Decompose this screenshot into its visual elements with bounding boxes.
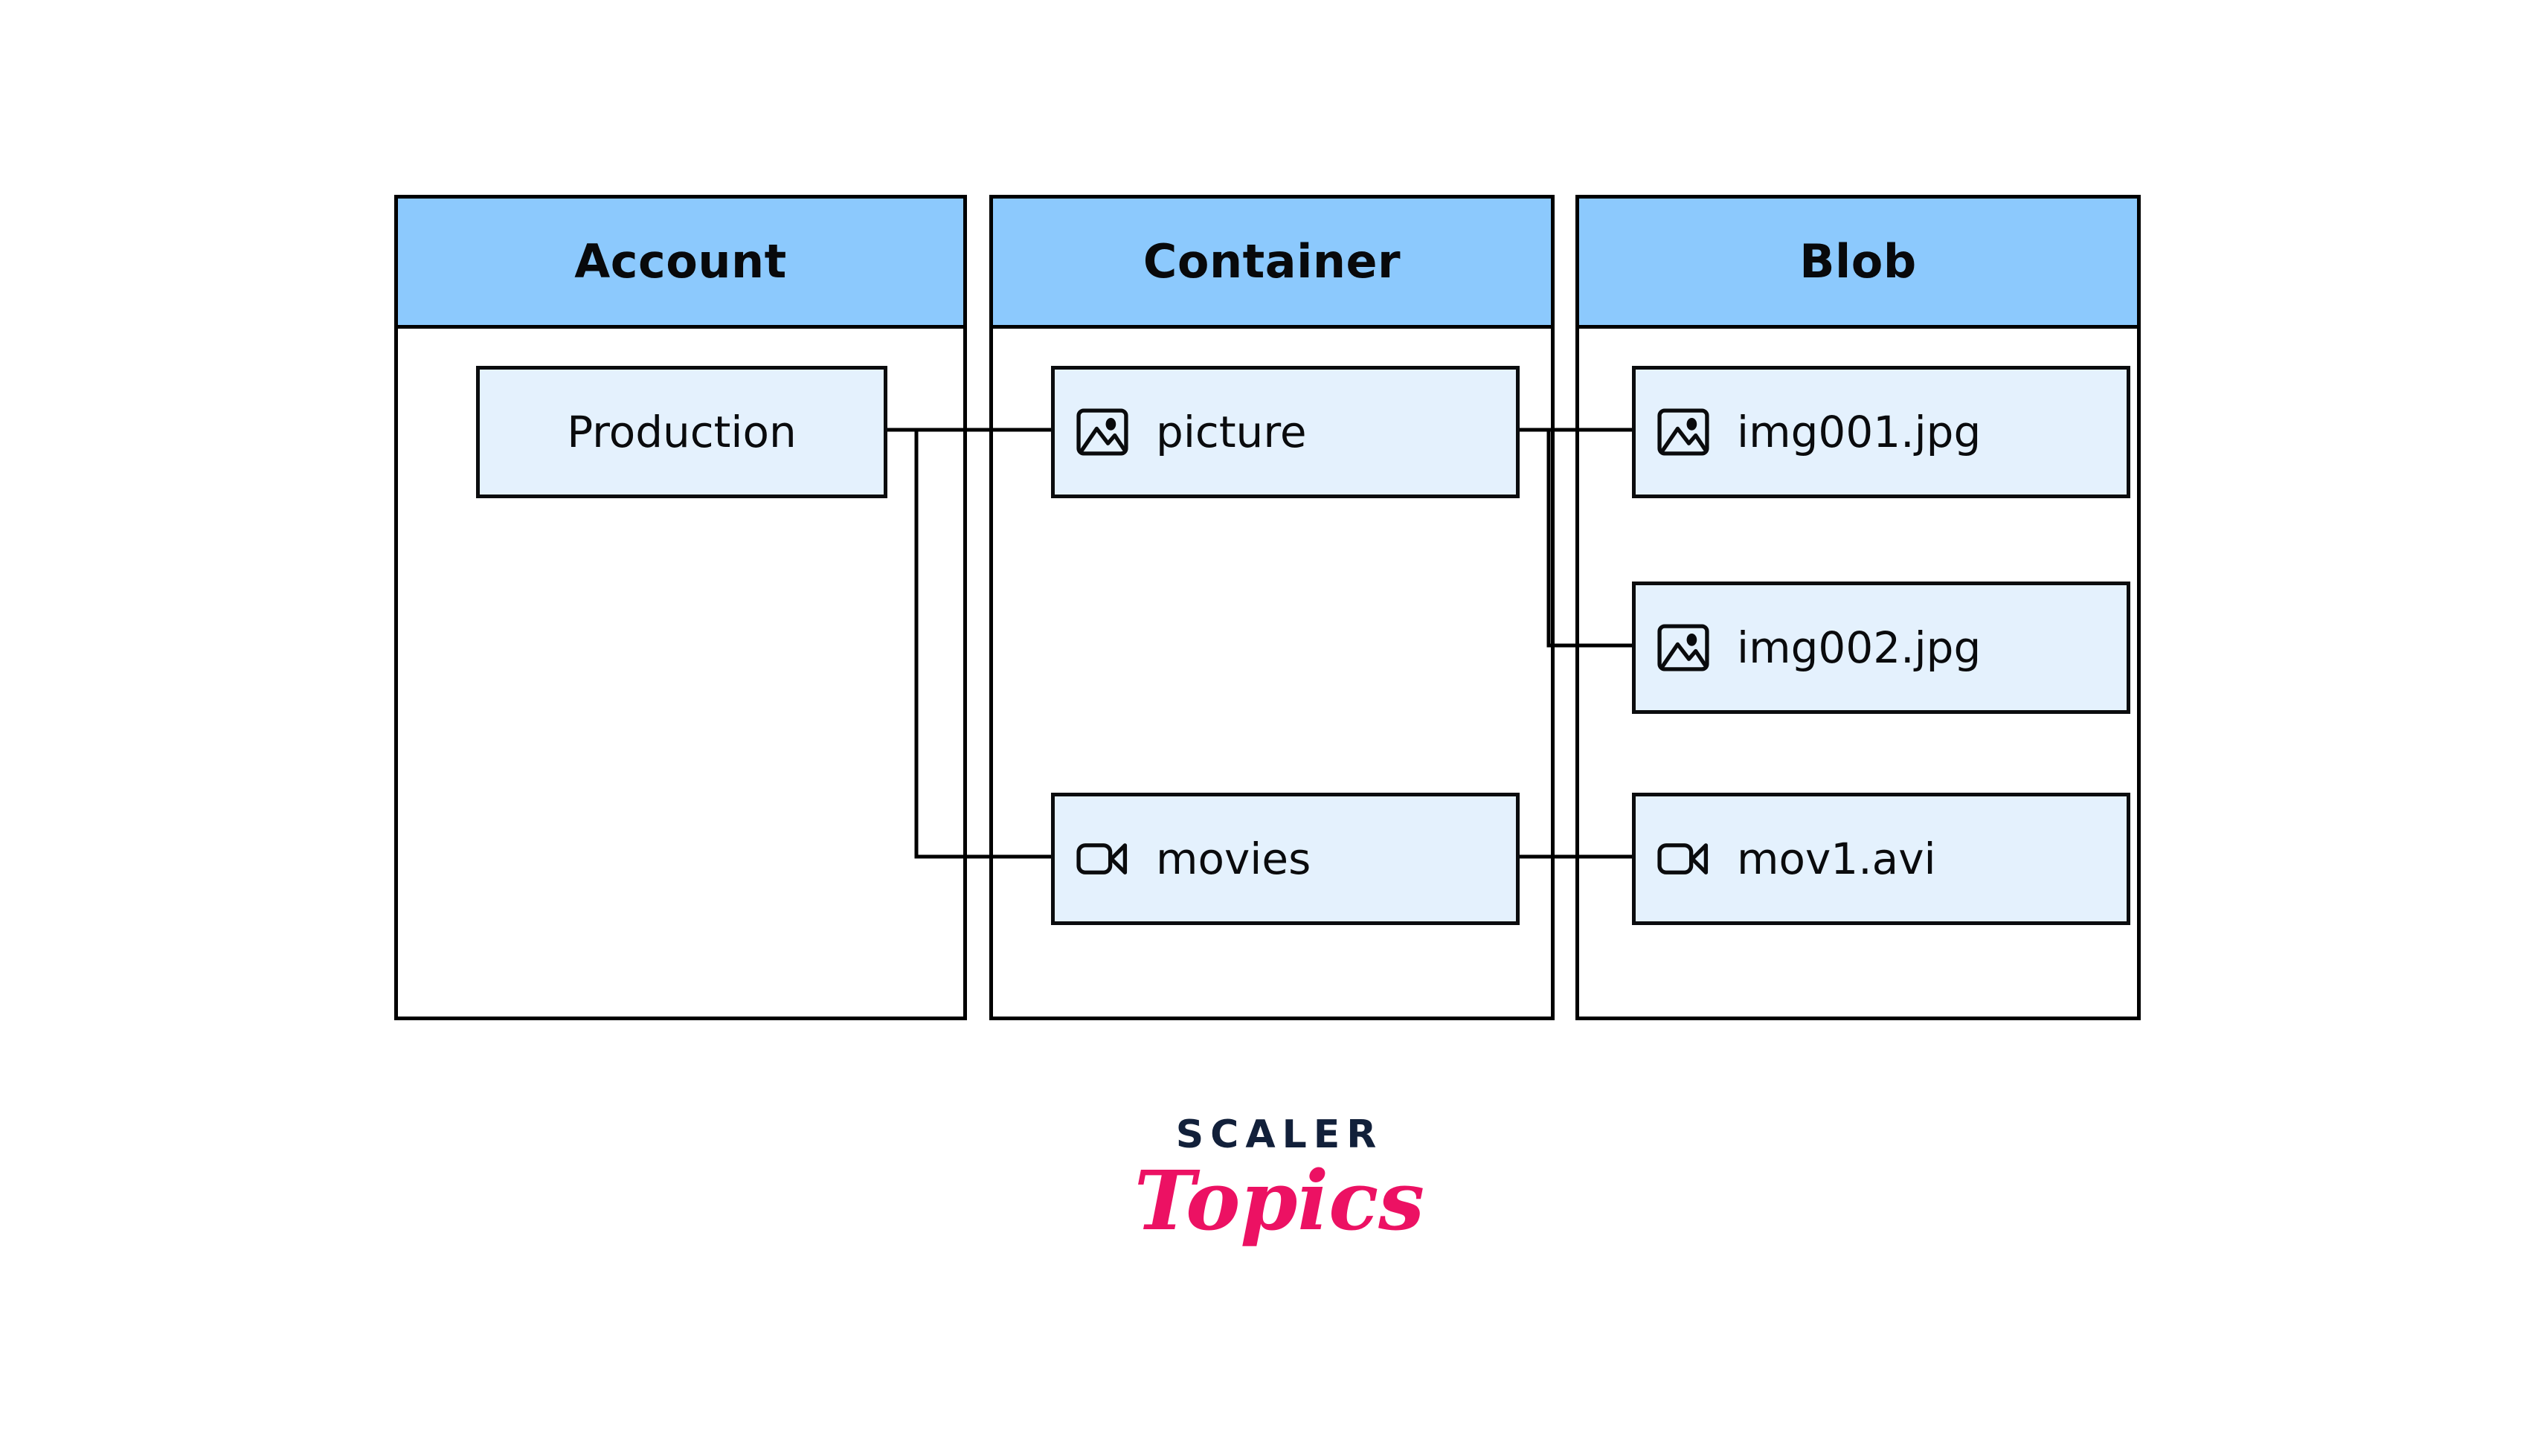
video-camera-icon bbox=[1657, 843, 1709, 874]
panel-title-account: Account bbox=[574, 234, 787, 289]
image-icon bbox=[1657, 624, 1709, 671]
panel-title-container: Container bbox=[1143, 234, 1401, 289]
item-picture[interactable]: picture bbox=[1051, 366, 1520, 498]
panel-header-blob: Blob bbox=[1579, 199, 2137, 329]
image-icon bbox=[1657, 408, 1709, 456]
panel-account: Account bbox=[394, 195, 967, 1020]
item-movies[interactable]: movies bbox=[1051, 793, 1520, 925]
item-img002[interactable]: img002.jpg bbox=[1632, 582, 2130, 714]
logo-scaler-text: SCALER bbox=[1175, 1112, 1384, 1157]
item-label-movies: movies bbox=[1156, 834, 1311, 884]
item-mov1[interactable]: mov1.avi bbox=[1632, 793, 2130, 925]
item-label-img001: img001.jpg bbox=[1737, 407, 1982, 457]
item-label-production: Production bbox=[567, 407, 797, 457]
panel-title-blob: Blob bbox=[1799, 234, 1917, 289]
item-img001[interactable]: img001.jpg bbox=[1632, 366, 2130, 498]
item-label-mov1: mov1.avi bbox=[1737, 834, 1936, 884]
image-icon bbox=[1076, 408, 1128, 456]
item-label-img002: img002.jpg bbox=[1737, 622, 1982, 673]
scaler-topics-logo: SCALER Topics bbox=[1131, 1115, 1428, 1361]
panel-header-account: Account bbox=[398, 199, 963, 329]
panel-header-container: Container bbox=[993, 199, 1551, 329]
logo-topics-text: Topics bbox=[1134, 1153, 1425, 1249]
item-label-picture: picture bbox=[1156, 407, 1307, 457]
item-production[interactable]: Production bbox=[476, 366, 887, 498]
video-camera-icon bbox=[1076, 843, 1128, 874]
